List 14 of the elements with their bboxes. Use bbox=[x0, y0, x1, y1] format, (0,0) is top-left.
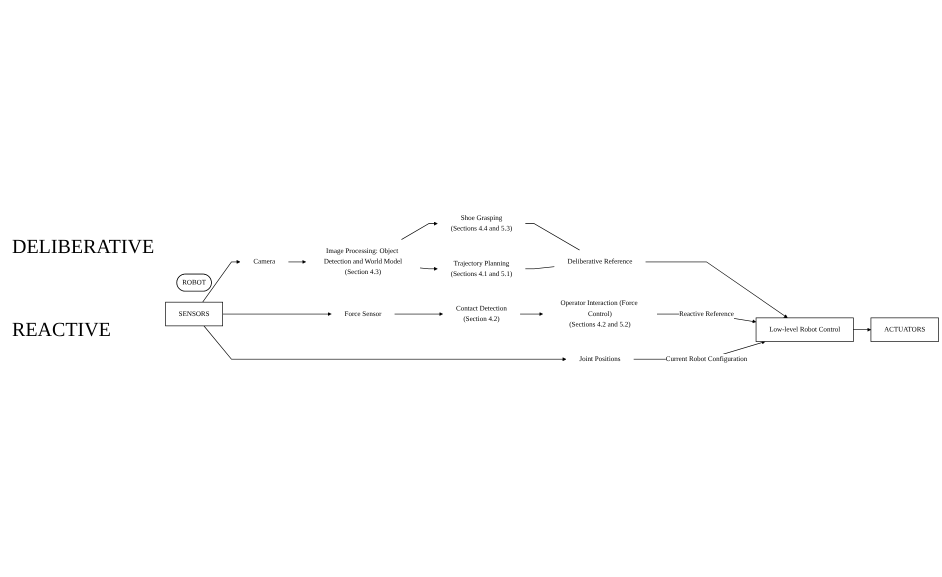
arrow bbox=[420, 266, 438, 270]
arrow bbox=[202, 260, 240, 302]
arrow bbox=[288, 260, 306, 264]
section-label: DELIBERATIVE bbox=[12, 236, 156, 258]
arrow bbox=[645, 261, 788, 318]
arrow bbox=[394, 312, 444, 316]
connector bbox=[525, 266, 555, 269]
arrow bbox=[222, 312, 332, 316]
arrow bbox=[401, 221, 438, 240]
connector bbox=[525, 223, 580, 250]
arrow bbox=[520, 312, 544, 316]
section-label: REACTIVE bbox=[12, 318, 112, 342]
arrow bbox=[204, 325, 566, 361]
arrow bbox=[853, 327, 872, 332]
